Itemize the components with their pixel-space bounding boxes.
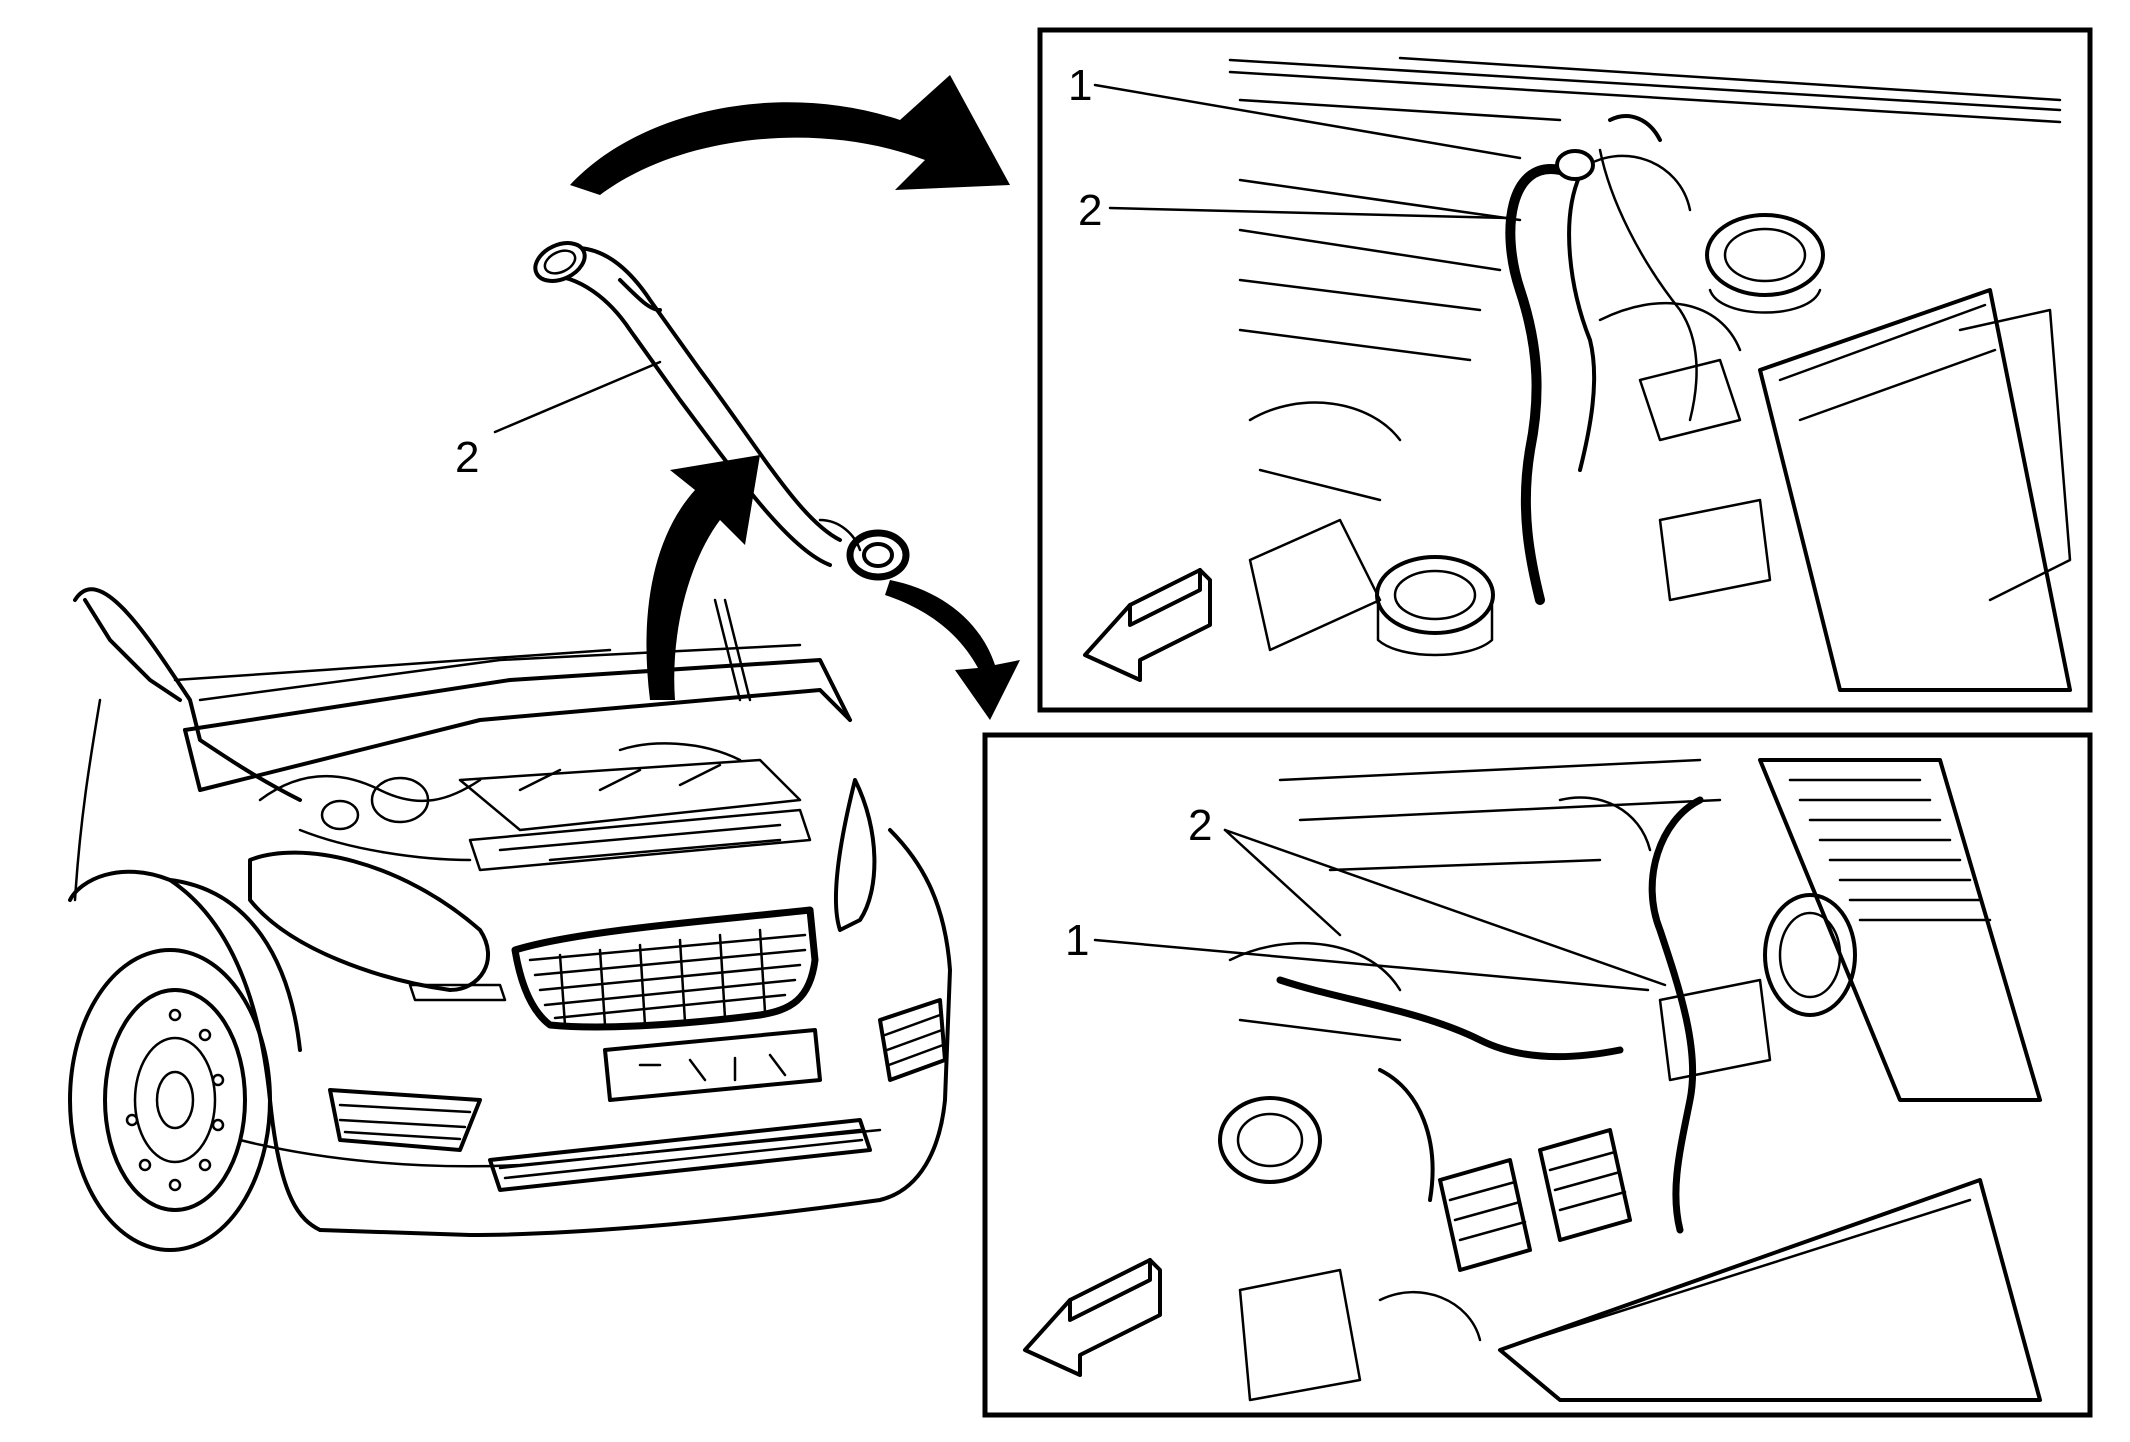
- bottom-hose-callout: 2: [1188, 801, 1667, 987]
- detail-panel-bottom: 2 1: [982, 732, 2093, 1418]
- callout-label: 2: [455, 433, 479, 482]
- bottom-clip-callout: 1: [1065, 916, 1650, 992]
- callout-label: 1: [1065, 916, 1089, 965]
- detail-panel-top: 1 2: [1037, 27, 2093, 713]
- forward-direction-arrow-icon: [1083, 568, 1212, 682]
- forward-direction-arrow-icon: [1023, 1258, 1162, 1377]
- top-hose-callout: 2: [1078, 186, 1510, 235]
- callout-label: 2: [1188, 801, 1212, 850]
- front-grille: [511, 906, 819, 1031]
- overview-hose-callout: 2: [455, 360, 662, 482]
- front-wheel: [68, 948, 272, 1252]
- callout-label: 2: [1078, 186, 1102, 235]
- callout-label: 1: [1068, 61, 1092, 110]
- engine-bay: [258, 742, 812, 872]
- top-clip-callout: 1: [1068, 61, 1522, 160]
- curved-flow-arrow-icon: [570, 75, 1010, 195]
- vehicle-overview: [68, 587, 952, 1252]
- curved-flow-arrow-icon: [646, 455, 760, 700]
- removed-hose-part: [533, 241, 910, 581]
- curved-flow-arrow-icon: [885, 580, 1020, 720]
